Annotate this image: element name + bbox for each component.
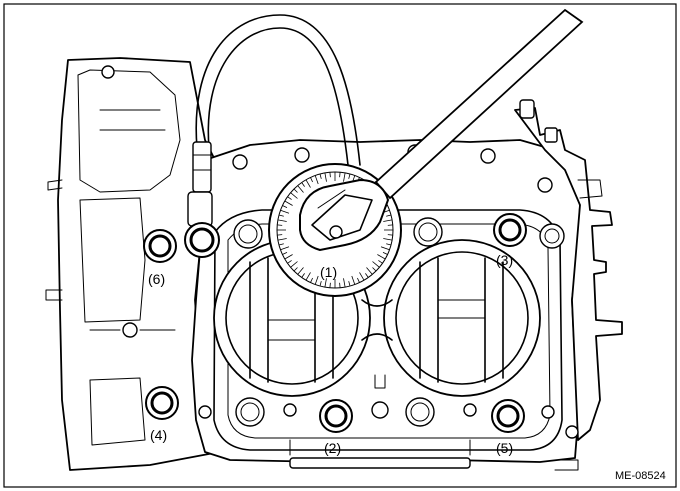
gauge-tick <box>343 172 346 182</box>
label-bolt-2: (2) <box>324 440 341 456</box>
figure-code: ME-08524 <box>615 470 666 482</box>
gauge-tick <box>348 173 351 179</box>
head-bolt-5 <box>491 399 525 433</box>
block-right-side <box>514 99 623 471</box>
gauge-tick <box>386 214 392 217</box>
gauge-tick <box>372 261 380 268</box>
gauge-tick <box>284 254 293 260</box>
gauge-tick <box>280 209 290 214</box>
gauge-tick <box>280 246 290 251</box>
gauge-tick <box>339 172 341 178</box>
gauge-tick <box>305 179 311 188</box>
gauge-tick <box>351 275 356 285</box>
gauge-tick <box>293 188 298 193</box>
gauge-tick <box>297 185 304 193</box>
label-bolt-4: (4) <box>150 427 167 443</box>
head-bolt-3 <box>493 213 527 247</box>
gauge-tick <box>383 219 393 222</box>
gauge-tick <box>305 272 311 281</box>
gauge-tick <box>277 238 287 241</box>
gauge-tick <box>365 273 369 278</box>
callout-labels: (1) (2) (3) (4) (5) (6) <box>148 252 513 456</box>
wrench-handle <box>299 8 584 252</box>
gauge-tick <box>282 205 288 208</box>
gauge-tick <box>377 254 386 260</box>
gauge-tick <box>324 172 327 182</box>
gauge-tick <box>386 243 392 246</box>
gauge-tick <box>282 252 288 255</box>
gauge-tick <box>319 281 322 287</box>
diagram-frame <box>3 3 677 488</box>
gauge-tick <box>301 273 305 278</box>
gauge-tick <box>287 260 292 264</box>
gauge-tick <box>314 175 319 185</box>
head-bolt-4 <box>145 386 179 420</box>
gauge-tick <box>378 260 383 264</box>
gauge-tick <box>277 234 283 236</box>
gauge-tick <box>366 267 373 275</box>
gauge-tick <box>293 267 298 272</box>
gauge-tick <box>359 272 365 281</box>
head-bolt-2 <box>319 399 353 433</box>
gauge-tick <box>339 282 341 288</box>
head-bolt-6 <box>143 229 177 263</box>
gauge-tick <box>387 224 393 226</box>
gauge-tick <box>278 243 284 246</box>
gauge-tick <box>383 238 393 241</box>
gauge-tick <box>357 277 360 283</box>
gauge-tick <box>277 224 283 226</box>
gauge-tick <box>314 275 319 285</box>
gauge-tick <box>380 246 390 251</box>
head-bolts <box>143 213 527 433</box>
gauge-tick <box>348 281 351 287</box>
gauge-tick <box>277 219 287 222</box>
gauge-tick <box>310 277 313 283</box>
gauge-tick <box>297 267 304 275</box>
gauge-tick <box>387 234 393 236</box>
gauge-tick <box>278 214 284 217</box>
gauge-tick <box>329 172 331 178</box>
gauge-tick <box>329 282 331 288</box>
gauge-tick <box>343 278 346 288</box>
gauge-tick <box>287 196 292 200</box>
gauge-tick <box>290 261 298 268</box>
gauge-tick <box>319 173 322 179</box>
gauge-tick <box>372 267 377 272</box>
label-bolt-3: (3) <box>496 252 513 268</box>
gauge-tick <box>310 177 313 183</box>
gauge-tick <box>301 182 305 187</box>
gauge-tick <box>290 192 298 199</box>
label-bolt-5: (5) <box>496 440 513 456</box>
label-bolt-6: (6) <box>148 271 165 287</box>
gauge-cable <box>184 14 361 258</box>
gauge-tick <box>284 200 293 206</box>
label-gauge-1: (1) <box>320 264 337 280</box>
gauge-tick <box>324 278 327 288</box>
gauge-tick <box>382 252 388 255</box>
coolant-passages <box>233 217 565 427</box>
